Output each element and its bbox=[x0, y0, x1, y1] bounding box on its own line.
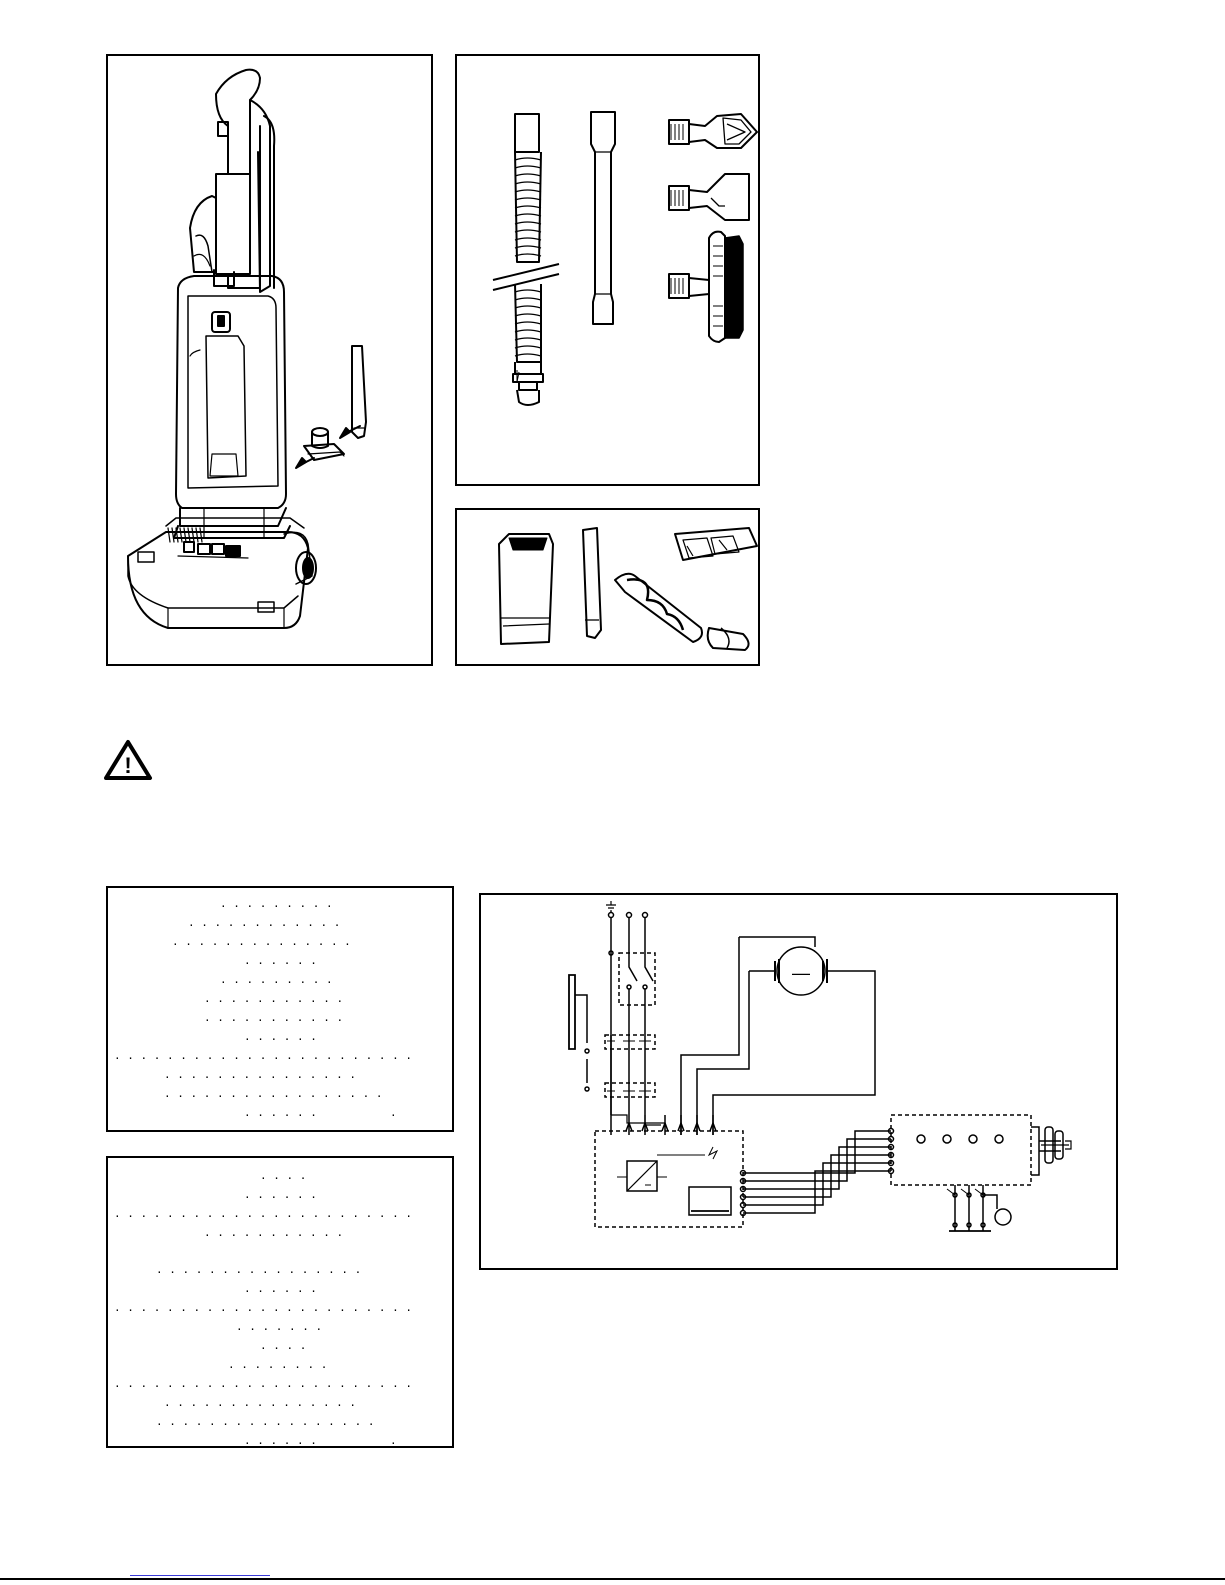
svg-text:—: — bbox=[792, 963, 810, 983]
leader-row: . . . . . . . . . . . . . . . . . . . . … bbox=[114, 1301, 413, 1314]
leader-row: . . . . . . . . . . . . . . . . . bbox=[164, 1087, 383, 1100]
leader-row: . . . . . . . bbox=[236, 1320, 323, 1333]
specification-table-1: . . . . . . . . . . . . . . . . . . . . … bbox=[106, 886, 454, 1132]
consumables-illustration bbox=[498, 527, 758, 651]
accessory-tools-illustration bbox=[492, 111, 758, 406]
leader-row: . . . . . . . . . . . . . . . bbox=[164, 1396, 357, 1409]
leader-row: . . . . . . . . . . . bbox=[204, 1011, 344, 1024]
leader-row: . . . . . . . . . . . . . . . . . . . . … bbox=[114, 1207, 413, 1220]
leader-row: . . . . . .. bbox=[244, 1434, 397, 1447]
leader-row: . . . . . . bbox=[244, 1282, 317, 1295]
wiring-schematic: — bbox=[568, 901, 1072, 1232]
leader-row: . . . . . . . . . bbox=[220, 897, 333, 910]
warning-symbol: ! bbox=[124, 753, 131, 778]
leader-row: . . . . . . . . . . . . . . . . . bbox=[156, 1415, 375, 1428]
leader-row: . . . . bbox=[260, 1169, 307, 1182]
leader-row: . . . . . . . . bbox=[228, 1358, 328, 1371]
leader-row: . . . . . . . . . . . bbox=[204, 992, 344, 1005]
leader-row: . . . . . . . . . . . bbox=[204, 1226, 344, 1239]
suction-motor-symbol: — bbox=[774, 946, 828, 996]
leader-row: . . . . . . bbox=[244, 1188, 317, 1201]
accessories-figure-panel bbox=[455, 54, 760, 486]
leader-row: . . . . . . . . . . . . . . bbox=[172, 935, 351, 948]
machine-figure-panel bbox=[106, 54, 433, 666]
upright-vacuum-illustration bbox=[127, 68, 367, 629]
wiring-diagram-panel: — bbox=[479, 893, 1118, 1270]
leader-row: . . . . . . . . . . . . . . . . . . . . … bbox=[114, 1377, 413, 1390]
leader-row: . . . . . . . . . . . . . . . . . . . . … bbox=[114, 1049, 413, 1062]
leader-row: . . . . . . bbox=[244, 954, 317, 967]
footer-link-underline[interactable] bbox=[130, 1575, 270, 1576]
warning-triangle-icon: ! bbox=[104, 740, 152, 780]
leader-row: . . . . . . bbox=[244, 1030, 317, 1043]
leader-row: . . . . . . . . . bbox=[220, 973, 333, 986]
leader-row: . . . . . . . . . . . . bbox=[188, 916, 341, 929]
leader-row: . . . . . .. bbox=[244, 1106, 397, 1119]
page-bottom-rule bbox=[0, 1578, 1225, 1580]
supply-terminals bbox=[606, 901, 649, 1135]
consumables-figure-panel bbox=[455, 508, 760, 666]
specification-table-2: . . . . . . . . . . . . . . . . . . . . … bbox=[106, 1156, 454, 1448]
leader-row: . . . . . . . . . . . . . . . . bbox=[156, 1263, 362, 1276]
leader-row: . . . . . . . . . . . . . . . bbox=[164, 1068, 357, 1081]
leader-row: . . . . bbox=[260, 1339, 307, 1352]
